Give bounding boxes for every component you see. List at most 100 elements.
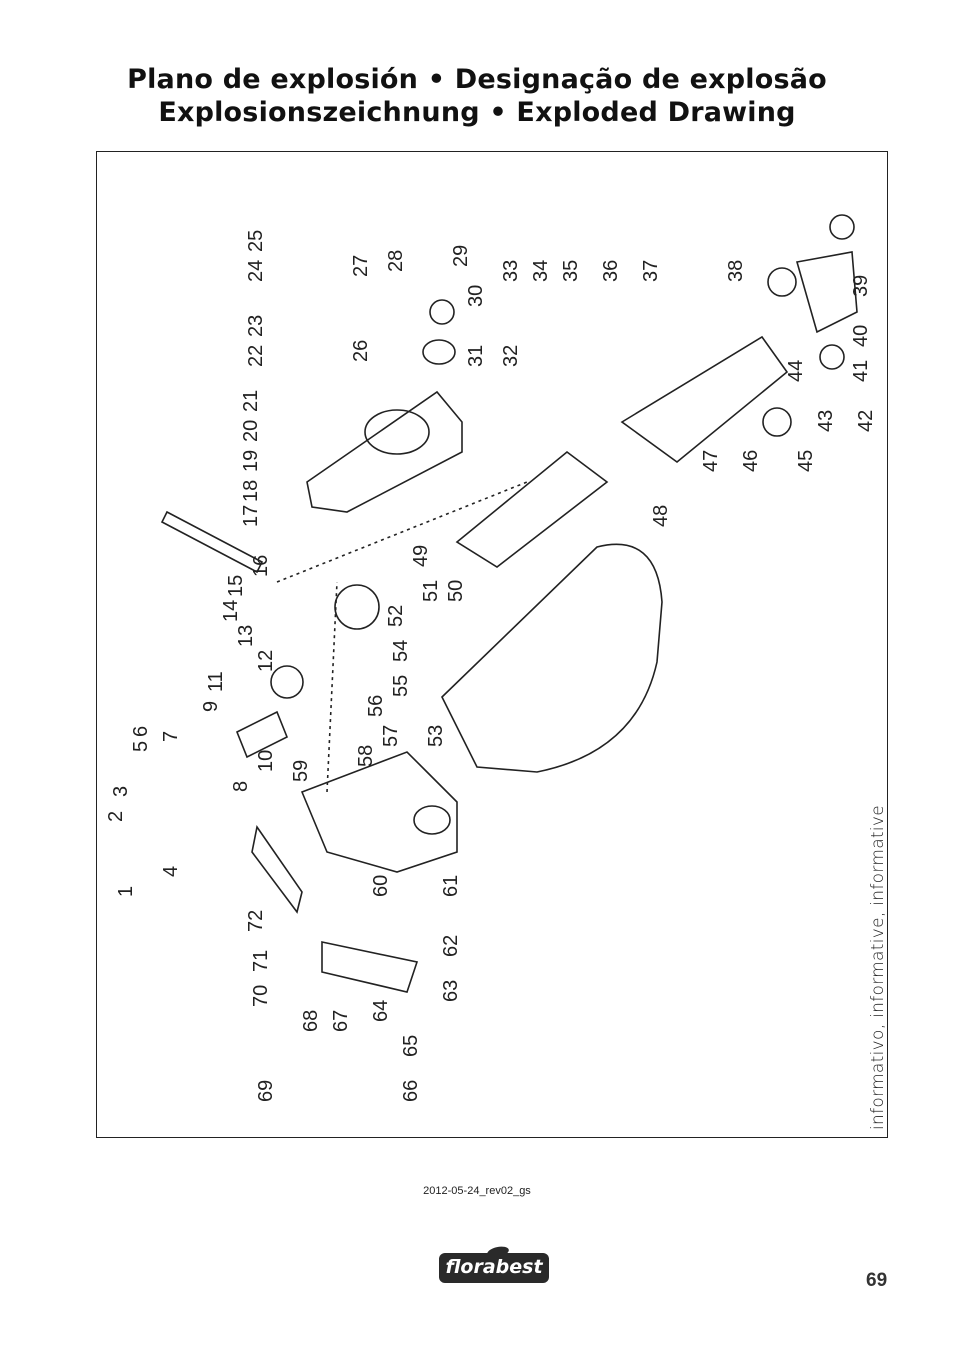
part-motor-armature [235,710,289,759]
callout-8: 8 [230,781,252,792]
callout-68: 68 [300,1010,322,1032]
part-suction-tube [455,450,609,568]
part-lower-housing [300,751,458,873]
callout-15: 15 [225,575,247,597]
callout-67: 67 [330,1010,352,1032]
callout-43: 43 [815,410,837,432]
callout-30: 30 [465,285,487,307]
callout-42: 42 [855,410,877,432]
callout-17: 17 [240,505,262,527]
part-upper-housing-motor [364,409,430,455]
callout-7: 7 [160,731,182,742]
callout-72: 72 [245,910,267,932]
callout-55: 55 [390,675,412,697]
part-upper-housing [306,390,463,513]
callout-38: 38 [725,260,747,282]
part-fan-gear [270,665,304,699]
callout-65: 65 [400,1035,422,1057]
part-wheel-rear [819,344,845,370]
callout-71: 71 [250,950,272,972]
callout-53: 53 [425,725,447,747]
callout-39: 39 [850,275,872,297]
revision-code: 2012-05-24_rev02_gs [423,1185,531,1197]
callout-32: 32 [500,345,522,367]
callout-45: 45 [795,450,817,472]
callout-54: 54 [390,640,412,662]
callout-40: 40 [850,325,872,347]
callout-58: 58 [355,745,377,767]
callout-63: 63 [440,980,462,1002]
part-roller [762,407,792,437]
logo-text: florabest [445,1256,543,1278]
callout-62: 62 [440,935,462,957]
callout-35: 35 [560,260,582,282]
page-number: 69 [866,1270,888,1291]
callout-28: 28 [385,250,407,272]
page-title-line-1: Plano de explosión • Designação de explo… [127,64,827,95]
callout-64: 64 [370,1000,392,1022]
callout-36: 36 [600,260,622,282]
callout-11: 11 [205,671,227,692]
callout-37: 37 [640,260,662,282]
callout-25: 25 [245,230,267,252]
part-wheel-front [829,214,855,240]
callout-26: 26 [350,340,372,362]
callout-24: 24 [245,260,267,282]
callout-56: 56 [365,695,387,717]
callout-46: 46 [740,450,762,472]
part-ring-30 [422,339,456,365]
part-lower-housing-port [413,805,451,835]
callout-4: 4 [160,866,182,877]
callout-6: 6 [130,726,152,737]
callout-1: 1 [115,886,137,897]
brand-logo: florabest [439,1244,551,1287]
callout-69: 69 [255,1080,277,1102]
callout-49: 49 [410,545,432,567]
callout-59: 59 [290,760,312,782]
callout-29: 29 [450,245,472,267]
callout-47: 47 [700,450,722,472]
callout-22: 22 [245,345,267,367]
callout-31: 31 [465,345,487,367]
callout-21: 21 [240,390,262,412]
informative-note: informativo, informative, informative [868,804,888,1130]
callout-41: 41 [850,360,872,382]
logo-badge [439,1253,549,1283]
callout-2: 2 [105,811,127,822]
part-collection-bag [441,543,663,773]
callout-14: 14 [220,600,242,622]
callout-12: 12 [255,650,277,672]
callout-19: 19 [240,450,262,472]
page-title-line-2: Explosionszeichnung • Exploded Drawing [158,97,796,128]
callout-34: 34 [530,260,552,282]
callout-27: 27 [350,255,372,277]
callout-51: 51 [420,580,442,602]
callout-18: 18 [240,480,262,502]
callout-9: 9 [200,701,222,712]
drawing-parts [160,214,858,993]
part-impeller [334,584,380,630]
callout-50: 50 [445,580,467,602]
callout-3: 3 [110,786,132,797]
callout-5: 5 [130,741,152,752]
callout-10: 10 [255,750,277,772]
callout-52: 52 [385,605,407,627]
part-gear-29 [429,299,455,325]
part-roller-2 [767,267,797,297]
callout-13: 13 [235,625,257,647]
part-front-cap [795,251,858,334]
callout-23: 23 [245,315,267,337]
assembly-guide-line [276,481,528,583]
callout-20: 20 [240,420,262,442]
callout-33: 33 [500,260,522,282]
assembly-guide-line-2 [326,581,338,793]
callout-60: 60 [370,875,392,897]
callout-70: 70 [250,985,272,1007]
part-handle-left [251,824,303,914]
part-wheel-cover [321,941,419,993]
callout-57: 57 [380,725,402,747]
callout-44: 44 [785,360,807,382]
